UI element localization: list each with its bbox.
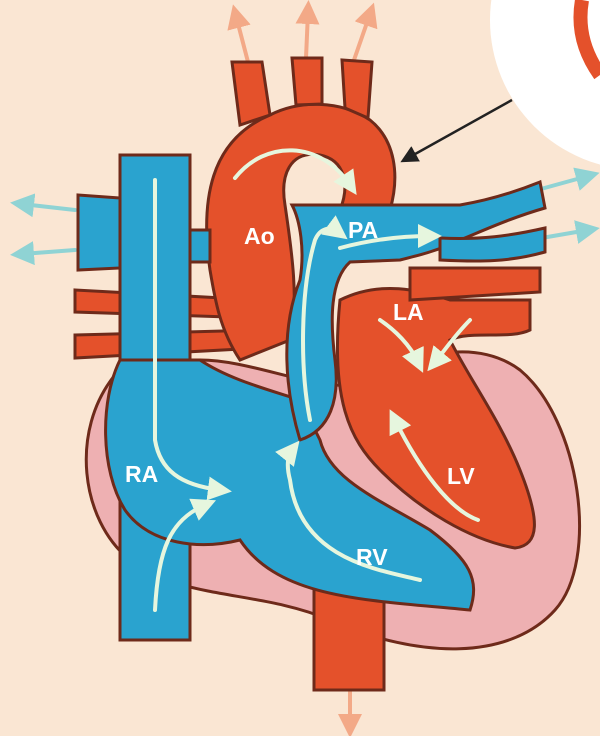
outflow-arrow-icon xyxy=(236,16,248,62)
label-right-ventricle: RV xyxy=(356,544,388,570)
label-left-atrium: LA xyxy=(393,299,424,325)
callout-arrow-icon xyxy=(408,100,512,158)
pulmonary-vein-right xyxy=(410,268,540,300)
outflow-arrow-icon xyxy=(306,12,308,58)
outflow-arrow-icon xyxy=(22,250,75,254)
label-right-atrium: RA xyxy=(125,461,158,487)
inset-circle xyxy=(490,0,600,170)
outflow-arrow-icon xyxy=(354,14,370,60)
brachiocephalic-vein xyxy=(78,195,120,270)
left-brachiocephalic-vein xyxy=(190,230,210,262)
label-left-ventricle: LV xyxy=(447,463,475,489)
label-pulmonary-artery: PA xyxy=(348,217,378,243)
label-aorta: Ao xyxy=(244,223,275,249)
outflow-arrow-icon xyxy=(22,204,75,210)
